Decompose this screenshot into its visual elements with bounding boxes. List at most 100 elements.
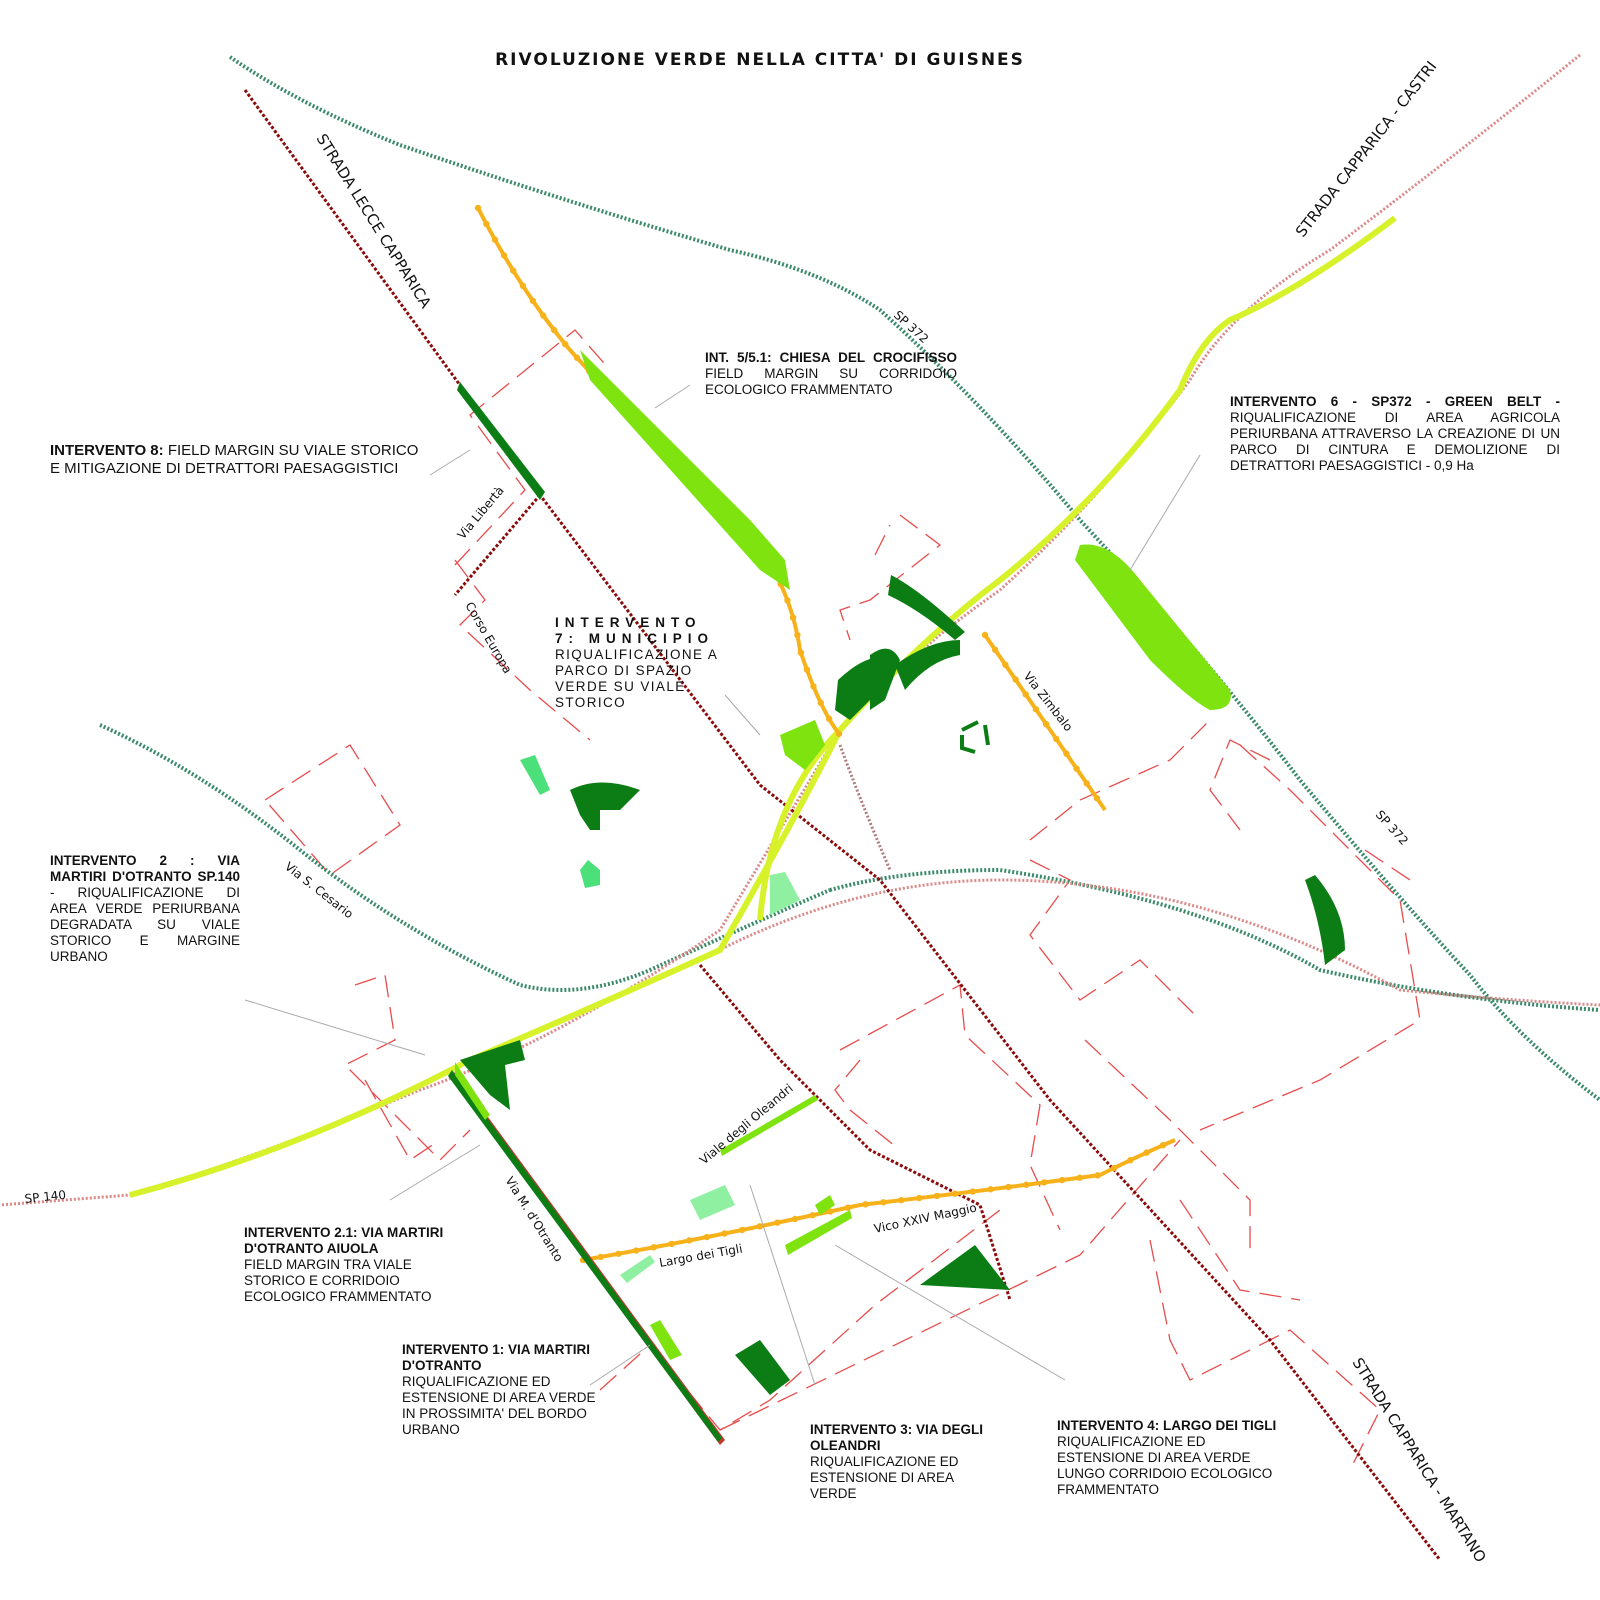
route-dot bbox=[797, 649, 805, 656]
route-dot bbox=[1023, 1181, 1030, 1188]
route-dot bbox=[573, 354, 581, 361]
route-dot bbox=[1094, 1172, 1101, 1179]
note-intervento-2-1-heading: INTERVENTO 2.1: VIA MARTIRI D'OTRANTO AI… bbox=[244, 1225, 444, 1256]
route-dot bbox=[650, 1244, 658, 1251]
route-dot bbox=[632, 1247, 640, 1254]
route-dot bbox=[703, 1233, 711, 1241]
note-intervento-6-body: RIQUALIFICAZIONE DI AREA AGRICOLA PERIUR… bbox=[1230, 410, 1560, 473]
route-dot bbox=[898, 1196, 905, 1204]
route-dot bbox=[1022, 691, 1029, 698]
note-intervento-2-heading: INTERVENTO 2 : VIA MARTIRI D'OTRANTO SP.… bbox=[50, 853, 240, 884]
route-dot bbox=[1143, 1149, 1150, 1156]
route-dot bbox=[1058, 1176, 1066, 1184]
route-dot bbox=[774, 1219, 781, 1226]
route-dot bbox=[1012, 676, 1019, 683]
route-dot bbox=[491, 236, 499, 243]
route-dot bbox=[519, 282, 527, 290]
note-intervento-1-heading: INTERVENTO 1: VIA MARTIRI D'OTRANTO bbox=[402, 1342, 591, 1373]
route-dot bbox=[1032, 706, 1040, 713]
railway-lines bbox=[243, 89, 1442, 1561]
note-intervento-7: INTERVENTO 7: MUNICIPIO RIQUALIFICAZIONE… bbox=[555, 615, 733, 711]
route-dot bbox=[844, 1204, 852, 1211]
route-dot bbox=[500, 252, 508, 259]
route-dot bbox=[915, 1194, 923, 1202]
route-dot bbox=[794, 631, 801, 639]
map-title: RIVOLUZIONE VERDE NELLA CITTA' DI GUISNE… bbox=[495, 50, 1025, 70]
label-via-liberta: Via Libertà bbox=[455, 484, 507, 542]
route-dot bbox=[474, 204, 482, 212]
label-lecce-capparica: STRADA LECCE CAPPARICA bbox=[313, 131, 436, 312]
route-dot bbox=[738, 1226, 746, 1234]
route-dot bbox=[483, 220, 490, 228]
route-dot bbox=[529, 297, 537, 305]
note-intervento-3-heading: INTERVENTO 3: VIA DEGLI OLEANDRI bbox=[810, 1422, 984, 1453]
note-intervento-2-1-body: FIELD MARGIN TRA VIALE STORICO E CORRIDO… bbox=[244, 1257, 432, 1304]
route-dot bbox=[784, 597, 791, 604]
route-dot bbox=[827, 1208, 834, 1215]
note-intervento-5-body: FIELD MARGIN SU CORRIDOIO ECOLOGICO FRAM… bbox=[705, 366, 957, 397]
note-intervento-4: INTERVENTO 4: LARGO DEI TIGLI RIQUALIFIC… bbox=[1057, 1418, 1292, 1498]
route-dot bbox=[969, 1188, 976, 1195]
note-intervento-4-body: RIQUALIFICAZIONE ED ESTENSIONE DI AREA V… bbox=[1057, 1434, 1273, 1497]
route-dot bbox=[540, 312, 547, 319]
note-intervento-8-heading: INTERVENTO 8: bbox=[50, 442, 164, 459]
label-viale-oleandri: Viale degli Oleandri bbox=[697, 1081, 796, 1167]
note-intervento-2: INTERVENTO 2 : VIA MARTIRI D'OTRANTO SP.… bbox=[50, 853, 240, 965]
route-dot bbox=[562, 340, 569, 348]
route-dot bbox=[1110, 1164, 1118, 1172]
route-dot bbox=[1159, 1142, 1167, 1149]
note-intervento-2-body: - RIQUALIFICAZIONE DI AREA VERDE PERIURB… bbox=[50, 885, 240, 964]
route-dot bbox=[1127, 1157, 1134, 1164]
note-intervento-3: INTERVENTO 3: VIA DEGLI OLEANDRI RIQUALI… bbox=[810, 1422, 995, 1502]
route-dot bbox=[981, 631, 989, 639]
note-intervento-7-heading: INTERVENTO 7: MUNICIPIO bbox=[555, 615, 715, 646]
label-sp140: SP 140 bbox=[24, 1188, 67, 1206]
route-dot bbox=[862, 1201, 869, 1208]
route-dot bbox=[791, 1215, 799, 1223]
label-corso-europa: Corso Europa bbox=[462, 600, 514, 676]
note-intervento-7-body: RIQUALIFICAZIONE A PARCO DI SPAZIO VERDE… bbox=[555, 647, 718, 710]
green-corridor bbox=[129, 215, 1397, 1198]
label-sp372-east: SP 372 bbox=[1373, 808, 1411, 848]
route-dot bbox=[1040, 1179, 1048, 1186]
urban-edge-lines bbox=[264, 329, 1421, 1471]
route-dot bbox=[1053, 735, 1060, 743]
route-dot bbox=[756, 1223, 764, 1230]
note-intervento-1-body: RIQUALIFICAZIONE ED ESTENSIONE DI AREA V… bbox=[402, 1374, 596, 1437]
route-dot bbox=[817, 699, 824, 707]
route-dot bbox=[597, 1253, 604, 1261]
route-dot bbox=[809, 1212, 816, 1219]
note-intervento-5-heading: INT. 5/5.1: CHIESA DEL CROCIFISSO bbox=[705, 350, 957, 365]
route-dot bbox=[1042, 720, 1050, 728]
note-intervento-6: INTERVENTO 6 - SP372 - GREEN BELT - RIQU… bbox=[1230, 394, 1560, 474]
route-dot bbox=[810, 683, 817, 690]
route-dot bbox=[1073, 765, 1080, 772]
route-dot bbox=[1005, 1183, 1012, 1191]
main-roads bbox=[0, 53, 1600, 1207]
route-dot bbox=[987, 1186, 994, 1193]
route-dot bbox=[615, 1250, 622, 1257]
green-areas bbox=[448, 350, 1345, 1445]
route-dot bbox=[721, 1230, 728, 1237]
note-intervento-8: INTERVENTO 8: FIELD MARGIN SU VIALE STOR… bbox=[50, 442, 430, 478]
route-dot bbox=[789, 614, 797, 621]
route-dot bbox=[933, 1192, 941, 1200]
note-intervento-2-1: INTERVENTO 2.1: VIA MARTIRI D'OTRANTO AI… bbox=[244, 1225, 474, 1305]
label-via-s-cesario: Via S. Cesario bbox=[282, 859, 356, 921]
route-dot bbox=[686, 1237, 693, 1244]
route-dot bbox=[1002, 661, 1009, 668]
route-dot bbox=[1063, 750, 1070, 757]
note-intervento-5: INT. 5/5.1: CHIESA DEL CROCIFISSO FIELD … bbox=[705, 350, 957, 398]
route-dot bbox=[668, 1240, 675, 1248]
route-dot bbox=[803, 666, 811, 673]
route-dot bbox=[1093, 795, 1101, 802]
route-dot bbox=[825, 715, 833, 723]
route-dot bbox=[510, 267, 517, 274]
route-dot bbox=[550, 326, 558, 334]
leader-lines bbox=[244, 384, 1201, 1386]
note-intervento-6-heading: INTERVENTO 6 - SP372 - GREEN BELT - bbox=[1230, 394, 1560, 409]
route-dot bbox=[1076, 1174, 1084, 1181]
label-vico-xxiv-maggio: Vico XXIV Maggio bbox=[873, 1200, 978, 1235]
